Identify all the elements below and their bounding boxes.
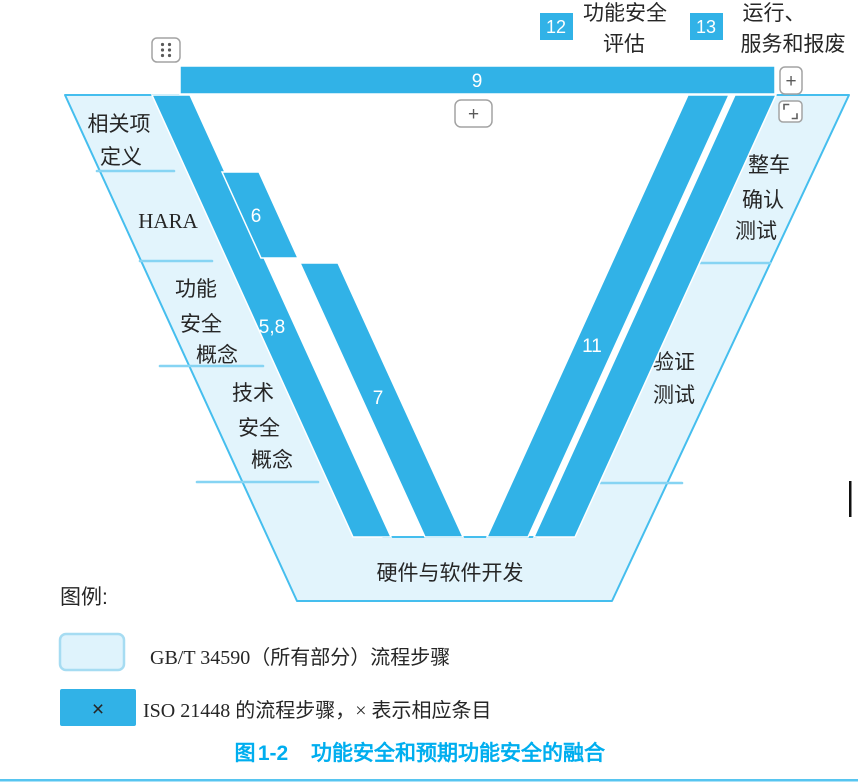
label-tsc-l3: 概念: [251, 449, 293, 472]
band-5-8: [150, 94, 393, 538]
label-hara: HARA: [138, 209, 198, 233]
legend-iso-label: ISO 21448 的流程步骤，× 表示相应条目: [143, 699, 492, 722]
expand-icon: [783, 103, 798, 120]
band-11: [485, 94, 731, 538]
label-vehicle-confirm-l2: 确认: [742, 189, 784, 212]
label-fsc-l1: 功能: [175, 278, 217, 301]
badge-12-label: 12: [546, 17, 566, 37]
annotation-13-line1: 运行、: [743, 2, 806, 25]
caption-figure-number: 1-2: [258, 742, 288, 765]
legend-title: 图例:: [60, 586, 108, 609]
legend-swatch-iso: [60, 689, 136, 726]
label-item-definition-l1: 相关项: [88, 113, 151, 136]
band-6: [220, 171, 300, 259]
label-hw-sw-development: 硬件与软件开发: [377, 562, 524, 585]
drag-handle-button[interactable]: [151, 37, 181, 63]
drag-dots-icon: [160, 42, 172, 58]
label-fsc-l2: 安全: [180, 313, 222, 336]
legend-gbt-label: GB/T 34590（所有部分）流程步骤: [150, 646, 450, 669]
label-vehicle-confirm-l1: 整车: [748, 154, 790, 177]
band-6-label: 6: [251, 206, 262, 227]
annotation-12-line1: 功能安全: [583, 2, 667, 25]
plus-icon: +: [468, 104, 479, 125]
band-11-label: 11: [582, 336, 602, 357]
expand-button[interactable]: [778, 100, 803, 123]
band-5-8-label: 5,8: [259, 317, 285, 338]
legend-iso-mark: ×: [92, 698, 104, 721]
bottom-rule: [0, 779, 858, 782]
annotation-12-line2: 评估: [603, 33, 645, 56]
annotation-13-line2: 服务和报废: [741, 33, 846, 56]
badge-13: [690, 13, 723, 40]
label-tsc-l1: 技术: [232, 382, 274, 405]
band-7-label: 7: [373, 388, 384, 409]
badge-13-label: 13: [696, 17, 716, 37]
add-button-center[interactable]: +: [454, 99, 493, 128]
band-7: [298, 262, 465, 538]
caption-figure-prefix: 图: [235, 742, 256, 765]
band-9-label: 9: [472, 71, 483, 92]
label-fsc-l3: 概念: [196, 344, 238, 367]
label-tsc-l2: 安全: [238, 417, 280, 440]
legend-swatch-gbt: [58, 632, 126, 672]
caption-figure-title: 功能安全和预期功能安全的融合: [311, 741, 606, 765]
label-verification-test-l2: 测试: [653, 384, 695, 407]
band-right-unlabeled: [532, 94, 778, 538]
band-9-bar: [179, 65, 776, 95]
plus-icon: +: [785, 71, 796, 92]
label-vehicle-confirm-l3: 测试: [735, 220, 777, 243]
add-button-right[interactable]: +: [779, 66, 803, 95]
text-cursor[interactable]: [849, 481, 852, 517]
label-item-definition-l2: 定义: [100, 146, 142, 169]
badge-12: [540, 13, 573, 40]
label-verification-test-l1: 验证: [653, 351, 695, 374]
